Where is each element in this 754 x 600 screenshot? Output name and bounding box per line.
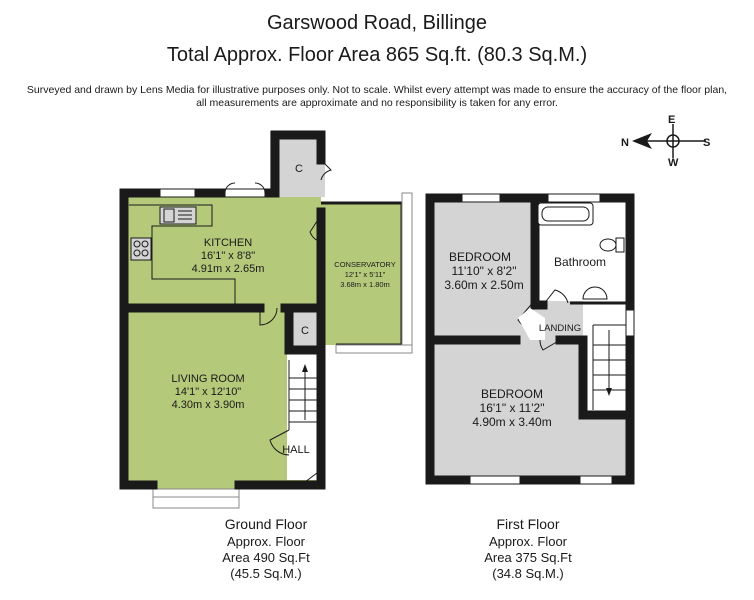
kitchen-metric: 4.91m x 2.65m [192,263,265,275]
first-floor-area-2: Area 375 Sq.Ft [484,550,572,565]
living-room-metric: 4.30m x 3.90m [172,399,245,411]
cupboard-1-label: C [295,163,303,175]
kitchen-fittings [129,204,236,308]
bay-window [152,488,240,509]
plan-title: Garswood Road, Billinge [266,12,488,34]
first-stairs [592,324,626,410]
living-room-name: LIVING ROOM [171,373,244,385]
first-floor-area-3: (34.8 Sq.M.) [492,566,564,581]
disclaimer-line-2: all measurements are approximate and no … [196,97,558,109]
bedroom-1-metric: 3.60m x 2.50m [444,278,523,292]
first-floor-plan: BEDROOM 11'10" x 8'2" 3.60m x 2.50m Bath… [425,193,635,485]
bedroom-2-metric: 4.90m x 3.40m [472,415,551,429]
bedroom-2-name: BEDROOM [481,387,543,401]
conservatory-name: CONSERVATORY [334,260,395,269]
bedroom-1-name: BEDROOM [449,250,511,264]
ground-floor-area-2: Area 490 Sq.Ft [222,550,310,565]
bedroom-1-imperial: 11'10" x 8'2" [452,264,517,278]
conservatory-fill [321,203,402,345]
ground-floor-caption: Ground Floor Approx. Floor Area 490 Sq.F… [196,516,336,582]
total-floor-area: Total Approx. Floor Area 865 Sq.ft. (80.… [166,44,588,66]
landing-label: LANDING [539,323,581,334]
ground-floor-area-1: Approx. Floor [226,534,306,549]
ground-floor-area-3: (45.5 Sq.M.) [230,566,302,581]
conservatory-metric: 3.68m x 1.80m [340,280,390,289]
disclaimer-line-1: Surveyed and drawn by Lens Media for ill… [26,84,728,96]
kitchen-imperial: 16'1" x 8'8" [201,250,255,262]
compass-w: W [668,157,679,169]
hall-label: HALL [282,444,310,456]
ground-floor-title: Ground Floor [224,516,308,532]
ground-stairs [288,360,321,430]
cupboard-2-label: C [301,325,309,337]
kitchen-name: KITCHEN [204,237,252,249]
compass-s: S [703,137,710,149]
bedroom-2-imperial: 16'1" x 11'2" [480,401,545,415]
conservatory-imperial: 12'1" x 5'11" [345,270,386,279]
ground-floor-plan: KITCHEN 16'1" x 8'8" 4.91m x 2.65m CONSE… [119,130,413,509]
compass-n: N [621,137,629,149]
hall-fill [287,352,321,480]
first-stairwell-fill [583,301,626,413]
living-room-imperial: 14'1" x 12'10" [175,386,242,398]
first-floor-caption: First Floor Approx. Floor Area 375 Sq.Ft… [458,516,598,582]
bathroom-label: Bathroom [554,255,606,269]
compass-icon: N E S W [621,114,710,169]
bathroom-fittings [537,202,625,300]
compass-e: E [668,114,675,126]
first-floor-title: First Floor [496,516,560,532]
first-floor-area-1: Approx. Floor [488,534,568,549]
